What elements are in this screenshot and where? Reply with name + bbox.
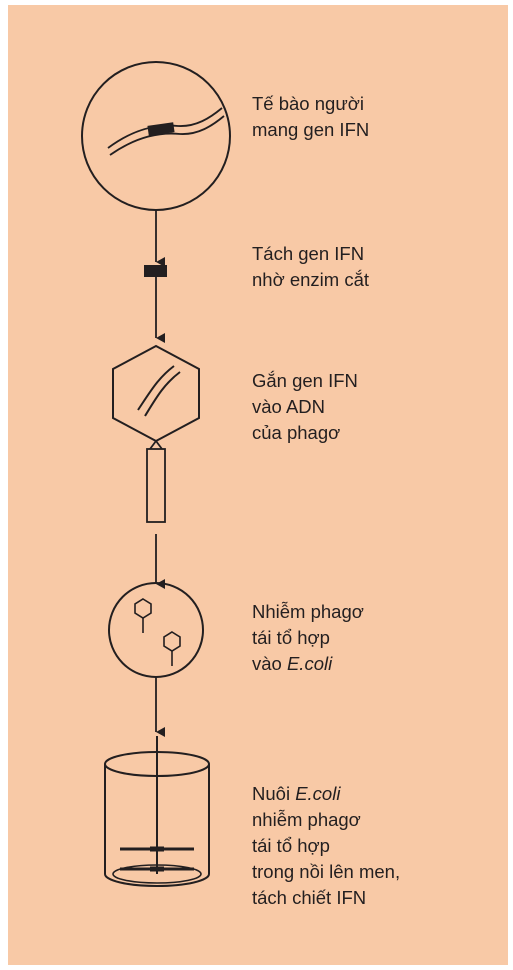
phage-inside-1 [134, 598, 152, 633]
phage-collar-left [149, 440, 157, 450]
phage-tail [146, 448, 166, 523]
isolated-ifn-gene [144, 265, 167, 277]
human-cell [81, 61, 231, 211]
step-1-line-2: mang gen IFN [252, 119, 370, 140]
fermenter-bottom [104, 873, 210, 887]
step-4-line-3: vào E.coli [252, 651, 364, 677]
step-1-label: Tế bào người mang gen IFN [252, 91, 369, 143]
step-5-label: Nuôi E.coli nhiễm phagơ tái tổ hợp trong… [252, 781, 400, 911]
step-3-line-1: Gắn gen IFN [252, 370, 358, 391]
step-5-line-4: trong nồi lên men, [252, 861, 401, 882]
step-5-lead: Nuôi [252, 783, 296, 804]
human-cell-membrane [81, 61, 231, 211]
phage-dna-upper [137, 365, 175, 411]
step-4-label: Nhiễm phagơ tái tổ hợp vào E.coli [252, 599, 364, 677]
phage-collar-right [155, 440, 163, 450]
recombinant-phage [112, 344, 200, 523]
step-4-line-1: Nhiễm phagơ [252, 601, 364, 622]
step-5-line-2: nhiễm phagơ [252, 809, 361, 830]
step-4-line-2: tái tổ hợp [252, 627, 330, 648]
diagram-panel [8, 5, 508, 965]
dna-strand-lower [109, 115, 225, 156]
phage-head [112, 344, 200, 443]
step-5-line-5: tách chiết IFN [252, 887, 367, 908]
step-3-line-2: vào ADN [252, 396, 326, 417]
infected-ecoli-cell [108, 582, 204, 678]
step-4-organism: E.coli [286, 653, 333, 674]
fermentation-tank [104, 736, 210, 887]
step-1-line-1: Tế bào người [252, 93, 364, 114]
step-2-line-1: Tách gen IFN [252, 243, 365, 264]
step-3-label: Gắn gen IFN vào ADN của phagơ [252, 368, 358, 446]
ecoli-membrane [108, 582, 204, 678]
phage-inside-2 [163, 631, 181, 666]
step-4-prefix: vào [252, 653, 287, 674]
step-5-organism: E.coli [295, 783, 341, 804]
step-2-line-2: nhờ enzim cắt [252, 269, 370, 290]
dna-strand-upper [107, 107, 223, 149]
phage-dna-lower [144, 371, 181, 417]
step-3-line-3: của phagơ [252, 422, 341, 443]
step-2-label: Tách gen IFN nhờ enzim cắt [252, 241, 369, 293]
step-5-line-1: Nuôi E.coli [252, 781, 400, 807]
step-5-line-3: tái tổ hợp [252, 835, 330, 856]
ifn-gene-segment [147, 122, 175, 136]
